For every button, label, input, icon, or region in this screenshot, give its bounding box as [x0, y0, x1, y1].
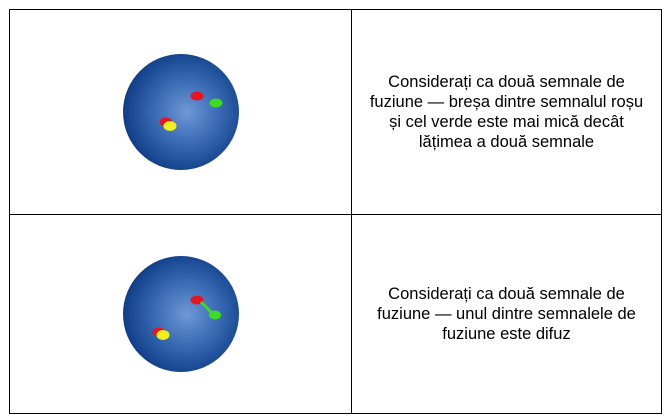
nucleus — [122, 256, 239, 372]
fusion-signal — [156, 330, 169, 340]
table-row: Considerați ca două semnale de fuziune —… — [9, 9, 662, 215]
caption-cell: Considerați ca două semnale de fuziune —… — [351, 9, 662, 215]
red-signal — [190, 295, 203, 305]
green-signal — [208, 310, 221, 320]
green-signal — [209, 98, 222, 108]
nucleus — [122, 54, 239, 170]
diffuse-connector — [199, 300, 212, 314]
fusion-signal — [163, 121, 176, 131]
signal-guideline-table: Considerați ca două semnale de fuziune —… — [9, 9, 662, 414]
caption-cell: Considerați ca două semnale de fuziune —… — [351, 214, 662, 414]
nucleus-image-cell — [9, 9, 352, 215]
nucleus-image-1 — [122, 54, 239, 170]
table-row: Considerați ca două semnale de fuziune —… — [9, 214, 662, 414]
red-signal — [190, 91, 203, 101]
nucleus-image-2 — [122, 256, 239, 372]
nucleus-image-cell — [9, 214, 352, 414]
caption-text: Considerați ca două semnale de fuziune —… — [369, 73, 644, 151]
caption-text: Considerați ca două semnale de fuziune —… — [377, 285, 636, 343]
